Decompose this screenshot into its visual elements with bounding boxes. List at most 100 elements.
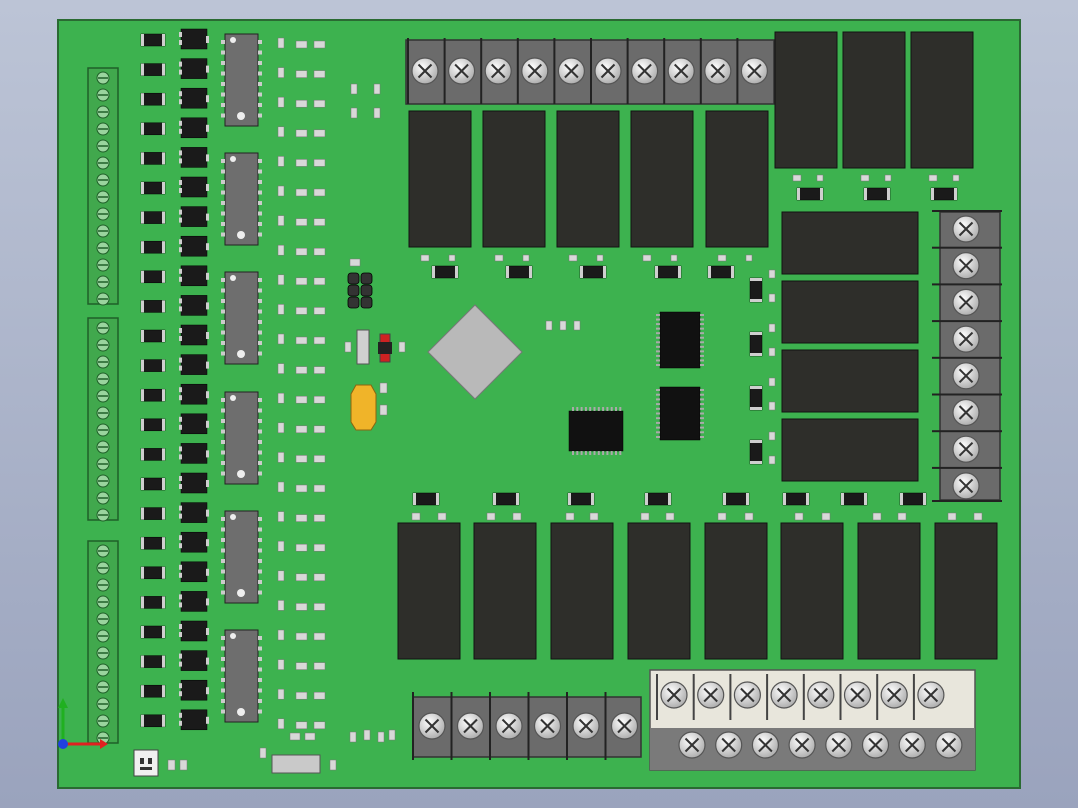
terminal-divider[interactable] [932, 430, 1002, 433]
dip-pin[interactable] [258, 657, 262, 661]
smd-component[interactable] [579, 265, 607, 279]
bottom-screw-terminal[interactable] [412, 696, 642, 758]
resistor-pad[interactable] [313, 573, 326, 582]
resistor-pad[interactable] [277, 244, 285, 256]
dip-pin[interactable] [258, 646, 262, 651]
terminal-divider[interactable] [489, 692, 491, 760]
chip-pin[interactable] [700, 403, 704, 406]
relay[interactable] [857, 522, 921, 660]
chip-pin[interactable] [700, 389, 704, 391]
resistor-pad[interactable] [388, 729, 396, 741]
dip-pin[interactable] [258, 450, 262, 455]
smd-transistor[interactable] [180, 531, 208, 553]
chip-pin[interactable] [580, 451, 583, 455]
dip-pin[interactable] [221, 548, 225, 553]
smd-pad[interactable] [493, 493, 496, 505]
resistor-pad[interactable] [295, 543, 308, 552]
smd-component[interactable] [140, 655, 166, 668]
smd-transistor[interactable] [180, 28, 208, 50]
smd-pad[interactable] [179, 99, 182, 105]
dip-pin[interactable] [221, 538, 225, 542]
resistor-pad[interactable] [928, 174, 938, 182]
resistor-pad[interactable] [768, 347, 776, 357]
relay[interactable] [781, 280, 919, 344]
smd-pad[interactable] [141, 359, 144, 372]
terminal-divider[interactable] [443, 38, 446, 104]
smd-component[interactable] [796, 187, 824, 201]
chip-pin[interactable] [700, 359, 704, 362]
crystal-oscillator[interactable] [356, 329, 370, 365]
terminal-divider[interactable] [663, 38, 666, 104]
smd-component[interactable] [140, 388, 166, 402]
resistor-pad[interactable] [665, 512, 675, 521]
smd-transistor[interactable] [180, 591, 208, 612]
chip-pin[interactable] [700, 350, 704, 353]
fuse-body[interactable] [378, 342, 392, 354]
resistor-pad[interactable] [313, 218, 326, 226]
smd-pad[interactable] [162, 93, 165, 106]
smd-transistor[interactable] [180, 235, 208, 257]
usb-connector[interactable] [133, 749, 159, 777]
smd-pad[interactable] [900, 493, 903, 505]
smd-component[interactable] [749, 385, 763, 411]
smd-pad[interactable] [179, 158, 182, 164]
resistor-pad[interactable] [568, 254, 578, 262]
smd-pad[interactable] [179, 128, 182, 134]
smd-pad[interactable] [141, 418, 144, 431]
dip-pin[interactable] [258, 92, 262, 97]
smd-pad[interactable] [179, 594, 182, 600]
smd-component[interactable] [140, 300, 166, 313]
dip-pin[interactable] [221, 169, 225, 174]
resistor-pad[interactable] [768, 455, 776, 465]
resistor-pad[interactable] [277, 600, 285, 611]
smd-pad[interactable] [179, 624, 182, 629]
resistor-pad[interactable] [768, 401, 776, 411]
resistor-pad[interactable] [884, 174, 892, 182]
smd-pad[interactable] [179, 513, 182, 519]
smd-pad[interactable] [179, 336, 182, 341]
terminal-divider[interactable] [802, 674, 805, 720]
dip-chip[interactable] [224, 33, 259, 127]
smd-pad[interactable] [179, 416, 182, 422]
soic-chip[interactable] [568, 410, 624, 452]
smd-pad[interactable] [750, 332, 762, 335]
dip-pin[interactable] [221, 590, 225, 595]
resistor-pad[interactable] [295, 99, 308, 108]
resistor-pad[interactable] [717, 512, 727, 521]
smd-pad[interactable] [206, 272, 209, 280]
usb-pin[interactable] [140, 767, 152, 770]
chip-pin[interactable] [606, 407, 609, 411]
dip-chip[interactable] [224, 391, 259, 485]
smd-component[interactable] [140, 240, 166, 254]
resistor-pad[interactable] [277, 126, 285, 138]
resistor-pad[interactable] [313, 188, 326, 197]
resistor-pad[interactable] [259, 747, 267, 759]
smd-pad[interactable] [179, 328, 182, 333]
smd-pad[interactable] [162, 418, 165, 431]
dip-pin[interactable] [258, 667, 262, 672]
smd-pad[interactable] [206, 628, 209, 635]
resistor-pad[interactable] [313, 247, 326, 256]
smd-component[interactable] [140, 92, 166, 106]
dip-pin[interactable] [221, 667, 225, 672]
smd-pad[interactable] [750, 353, 762, 356]
terminal-divider[interactable] [553, 38, 556, 104]
smd-pad[interactable] [179, 188, 182, 193]
chip-pin[interactable] [700, 345, 704, 348]
smd-pad[interactable] [179, 298, 182, 304]
terminal-divider[interactable] [450, 692, 453, 760]
dip-pin[interactable] [221, 82, 225, 86]
smd-component[interactable] [505, 265, 533, 279]
smd-component[interactable] [930, 187, 958, 201]
smd-component[interactable] [140, 152, 166, 165]
smd-pad[interactable] [162, 537, 165, 550]
smd-pad[interactable] [887, 188, 890, 200]
smd-pad[interactable] [179, 691, 182, 697]
chip-pin[interactable] [656, 403, 660, 406]
smd-pad[interactable] [655, 266, 658, 278]
chip-pin[interactable] [656, 332, 660, 335]
dip-pin[interactable] [258, 709, 262, 714]
smd-component[interactable] [140, 418, 166, 432]
